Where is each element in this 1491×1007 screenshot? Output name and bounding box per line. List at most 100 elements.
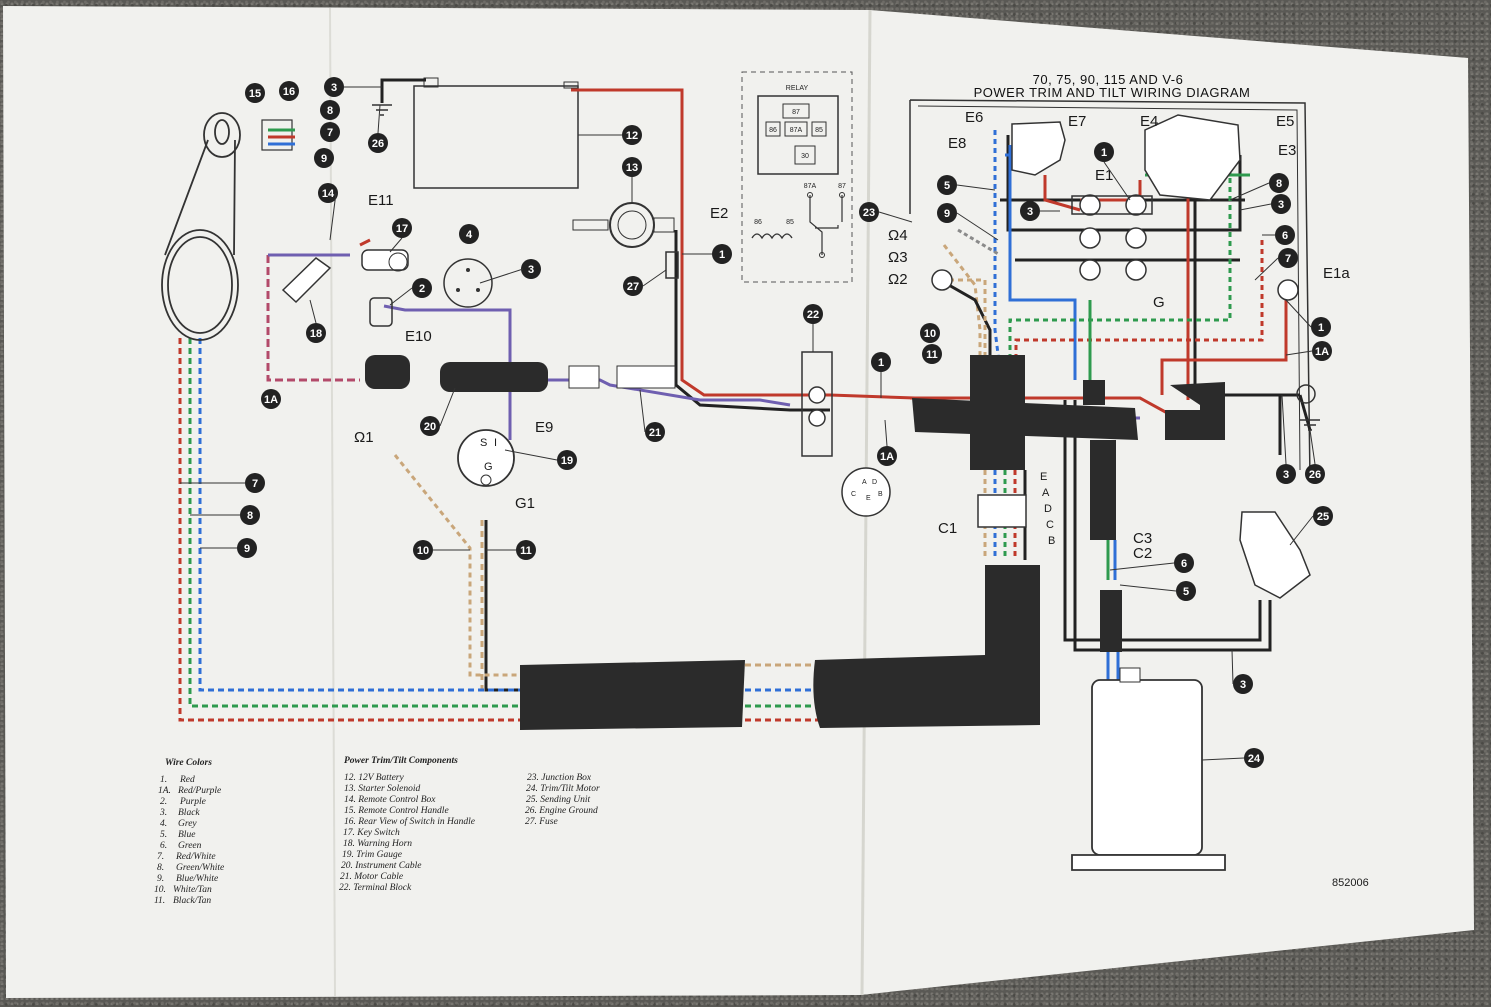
cable-sleeves [365,355,1225,730]
svg-text:A: A [862,479,867,486]
svg-text:26: 26 [372,138,384,150]
svg-text:8: 8 [1276,178,1282,190]
svg-text:3: 3 [1027,206,1033,218]
svg-text:23. Junction Box: 23. Junction Box [527,773,592,783]
svg-text:87: 87 [838,183,846,190]
svg-text:Grey: Grey [178,819,197,829]
svg-text:E7: E7 [1068,113,1086,130]
svg-text:E2: E2 [710,205,728,222]
svg-text:5: 5 [944,180,950,192]
trim-gauge-rear [443,258,493,308]
wire-colors-legend: Wire Colors 1.Red 1A.Red/Purple 2.Purple… [154,758,224,906]
terminal-block [801,351,833,457]
cable-connector [568,365,600,389]
svg-text:B: B [1048,535,1055,547]
svg-text:10: 10 [924,328,936,340]
svg-text:9: 9 [321,153,327,165]
svg-text:1A.: 1A. [158,786,171,796]
connector-c1 [977,494,1027,528]
warning-horn [281,257,332,304]
svg-text:D: D [1044,503,1052,515]
svg-text:17: 17 [396,223,408,235]
svg-text:21: 21 [649,427,661,439]
svg-text:G: G [1153,294,1165,311]
svg-text:E3: E3 [1278,142,1296,159]
remote-control-handle [161,112,241,341]
svg-text:E1a: E1a [1323,265,1350,282]
svg-text:3: 3 [1278,199,1284,211]
svg-text:11.: 11. [154,896,165,906]
svg-text:15. Remote Control Handle: 15. Remote Control Handle [344,806,449,816]
svg-text:26. Engine Ground: 26. Engine Ground [525,806,598,816]
relay-box [741,71,853,283]
svg-text:E10: E10 [405,328,432,345]
svg-text:18. Warning Horn: 18. Warning Horn [343,839,412,849]
svg-text:21. Motor Cable: 21. Motor Cable [340,872,403,882]
svg-text:7: 7 [252,478,258,490]
svg-text:14. Remote Control Box: 14. Remote Control Box [344,795,436,805]
fold-line [329,7,336,997]
fuse [665,251,679,279]
svg-text:D: D [872,479,877,486]
svg-text:A: A [1042,487,1050,499]
svg-text:Black: Black [178,808,200,818]
svg-text:E5: E5 [1276,113,1294,130]
svg-text:White/Tan: White/Tan [173,885,212,895]
svg-text:3: 3 [1283,469,1289,481]
components-legend: Power Trim/Tilt Components 12. 12V Batte… [339,756,600,893]
svg-text:1.: 1. [160,775,167,785]
svg-text:Purple: Purple [179,797,206,807]
battery-12v [413,85,579,189]
svg-text:B: B [878,491,883,498]
svg-text:8.: 8. [157,863,164,873]
relay-body [757,95,839,175]
svg-text:23: 23 [863,207,875,219]
svg-text:30: 30 [801,153,809,160]
svg-text:5.: 5. [160,830,167,840]
svg-text:Ω3: Ω3 [888,249,908,266]
svg-text:2.: 2. [160,797,167,807]
svg-text:25. Sending Unit: 25. Sending Unit [526,795,590,805]
svg-text:C: C [851,491,856,498]
svg-text:C3: C3 [1133,530,1152,547]
svg-text:G: G [484,461,493,473]
svg-text:3: 3 [1240,679,1246,691]
svg-text:1: 1 [719,249,725,261]
diagram-title-line2: POWER TRIM AND TILT WIRING DIAGRAM [974,85,1251,100]
svg-text:E1: E1 [1095,167,1113,184]
ground-symbol [1300,419,1320,431]
svg-text:10: 10 [417,545,429,557]
trim-gauge [457,429,515,487]
svg-text:24: 24 [1248,753,1261,765]
svg-text:22. Terminal Block: 22. Terminal Block [339,883,412,893]
svg-text:E11: E11 [368,192,394,209]
svg-text:E8: E8 [948,135,966,152]
svg-text:3: 3 [528,264,534,276]
svg-text:Green/White: Green/White [176,863,224,873]
svg-text:27: 27 [627,281,639,293]
svg-text:12. 12V Battery: 12. 12V Battery [344,773,405,783]
svg-text:6: 6 [1181,558,1187,570]
diagram-title-line1: 70, 75, 90, 115 AND V-6 [1033,72,1184,87]
svg-text:11: 11 [520,545,532,557]
svg-text:E4: E4 [1140,113,1158,130]
svg-text:Red/Purple: Red/Purple [177,786,221,796]
svg-text:19. Trim Gauge: 19. Trim Gauge [342,850,402,860]
svg-text:86: 86 [769,127,777,134]
svg-text:12: 12 [626,130,638,142]
svg-text:8: 8 [327,105,333,117]
svg-text:7.: 7. [157,852,164,862]
paper-sheet [3,6,1474,998]
svg-text:13. Starter Solenoid: 13. Starter Solenoid [344,784,421,794]
svg-text:1: 1 [1318,322,1324,334]
svg-text:87A: 87A [790,127,803,134]
svg-text:9: 9 [944,208,950,220]
svg-text:27. Fuse: 27. Fuse [525,817,558,827]
svg-text:Red/White: Red/White [175,852,216,862]
svg-text:G1: G1 [515,495,535,512]
letter-labels: E2 E11 E10 E9 G1 Ω1 E6 E7 E8 E4 E5 E3 E1… [354,109,1350,562]
svg-text:Ω2: Ω2 [888,271,908,288]
svg-text:1A: 1A [1315,346,1329,358]
svg-text:E9: E9 [535,419,553,436]
